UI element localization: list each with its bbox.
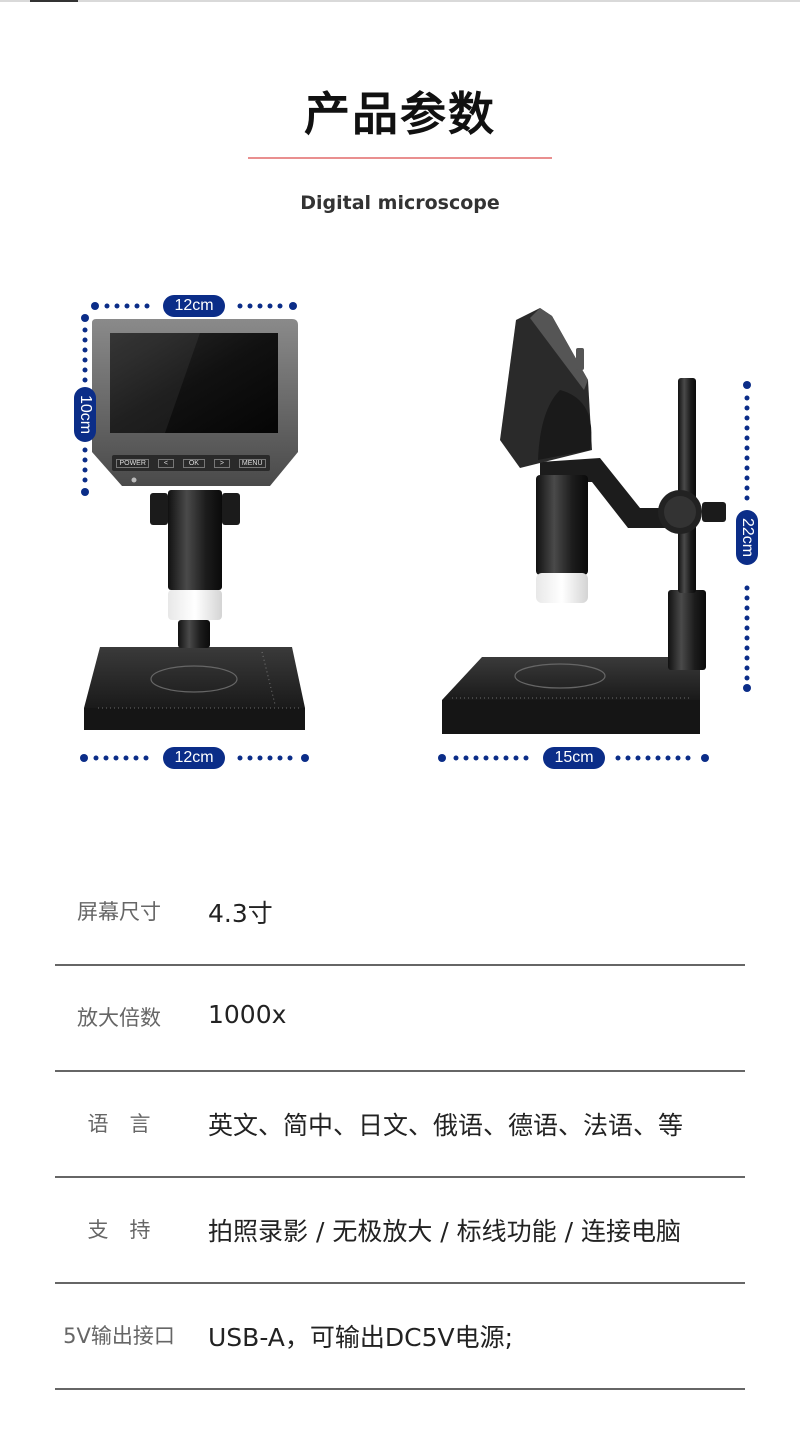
power-led bbox=[131, 477, 137, 483]
device-menu-button: MENU bbox=[238, 458, 266, 468]
right-knob bbox=[222, 493, 240, 525]
page-title: 产品参数 bbox=[304, 87, 496, 141]
pillar-base bbox=[668, 590, 706, 670]
spec-value: 1000x bbox=[208, 1000, 287, 1029]
spec-label: 屏幕尺寸 bbox=[77, 900, 161, 924]
lock-knob bbox=[702, 502, 726, 522]
dim-front-screen-height: 10cm bbox=[74, 387, 96, 443]
front-tube bbox=[168, 490, 222, 590]
top-divider-accent bbox=[30, 0, 78, 2]
front-lens-holder bbox=[178, 620, 210, 648]
spec-value: 4.3寸 bbox=[208, 899, 273, 928]
title-underline bbox=[248, 157, 552, 159]
pillar bbox=[678, 378, 696, 593]
side-view bbox=[442, 308, 726, 734]
front-led-ring bbox=[168, 590, 222, 620]
spec-value: 拍照录影 / 无极放大 / 标线功能 / 连接电脑 bbox=[208, 1217, 681, 1246]
side-base-top bbox=[442, 657, 700, 700]
spec-value: 英文、简中、日文、俄语、德语、法语、等 bbox=[208, 1111, 684, 1140]
dim-side-base-width: 15cm bbox=[543, 747, 605, 769]
spec-row: 放大倍数 1000x bbox=[55, 966, 745, 1072]
dimension-guides bbox=[80, 302, 751, 762]
product-illustration bbox=[84, 308, 726, 734]
dim-front-base-width: 12cm bbox=[163, 747, 225, 769]
device-left-button: < bbox=[157, 458, 174, 468]
front-base-side bbox=[84, 708, 305, 730]
device-power-button: POWER bbox=[116, 458, 149, 468]
device-ok-button: OK bbox=[182, 458, 205, 468]
spec-row: 屏幕尺寸 4.3寸 bbox=[55, 860, 745, 966]
device-button-bar: POWER < OK > MENU bbox=[112, 455, 270, 471]
spec-label: 支 持 bbox=[87, 1218, 151, 1242]
spec-row: 支 持 拍照录影 / 无极放大 / 标线功能 / 连接电脑 bbox=[55, 1178, 745, 1284]
top-divider bbox=[0, 0, 800, 2]
side-stage-circle bbox=[514, 663, 606, 689]
spec-label: 语 言 bbox=[87, 1112, 151, 1136]
spec-row: 语 言 英文、简中、日文、俄语、德语、法语、等 bbox=[55, 1072, 745, 1178]
stage-circle bbox=[150, 665, 238, 693]
page-subtitle: Digital microscope bbox=[300, 192, 500, 214]
dim-front-top-width: 12cm bbox=[163, 295, 225, 317]
front-view bbox=[84, 319, 305, 730]
device-right-button: > bbox=[213, 458, 230, 468]
product-figure: POWER < OK > MENU 12cm 10cm 12cm 15cm 22… bbox=[0, 290, 800, 790]
front-base-top bbox=[84, 647, 305, 708]
spec-value: USB-A，可输出DC5V电源; bbox=[208, 1323, 514, 1352]
spec-table: 屏幕尺寸 4.3寸 放大倍数 1000x 语 言 英文、简中、日文、俄语、德语、… bbox=[55, 860, 745, 1390]
spec-label: 放大倍数 bbox=[77, 1006, 161, 1030]
spec-row: 5V输出接口 USB-A，可输出DC5V电源; bbox=[55, 1284, 745, 1390]
side-base-side bbox=[442, 700, 700, 734]
left-knob bbox=[150, 493, 168, 525]
side-tube bbox=[536, 475, 588, 575]
spec-label: 5V输出接口 bbox=[63, 1324, 175, 1348]
dim-side-height: 22cm bbox=[736, 510, 758, 566]
front-screen bbox=[110, 333, 278, 433]
side-led-ring bbox=[536, 573, 588, 603]
